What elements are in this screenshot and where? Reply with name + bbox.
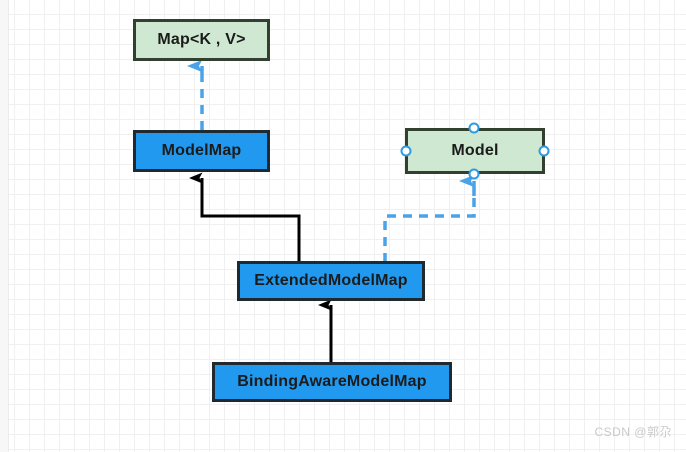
watermark: CSDN @郭尕: [594, 425, 672, 439]
node-map-label: Map<K , V>: [157, 30, 246, 48]
node-extendedmodelmap-label: ExtendedModelMap: [254, 271, 408, 289]
node-model-handle-bottom[interactable]: [468, 168, 480, 180]
node-bindingawaremodelmap[interactable]: BindingAwareModelMap: [212, 362, 452, 402]
node-modelmap-label: ModelMap: [161, 141, 242, 159]
node-extendedmodelmap[interactable]: ExtendedModelMap: [237, 261, 425, 301]
node-map[interactable]: Map<K , V>: [133, 19, 270, 61]
node-modelmap[interactable]: ModelMap: [133, 130, 270, 172]
node-model-handle-right[interactable]: [538, 145, 550, 157]
canvas-left-gutter: [0, 0, 9, 452]
node-model-label: Model: [451, 141, 499, 159]
edge-extendedmodelmap-extends-modelmap: [189, 172, 301, 262]
node-bindingawaremodelmap-label: BindingAwareModelMap: [237, 372, 427, 390]
node-model-handle-top[interactable]: [468, 122, 480, 134]
edge-extendedmodelmap-implements-model: [383, 175, 476, 262]
node-model-handle-left[interactable]: [400, 145, 412, 157]
node-model[interactable]: Model: [405, 128, 545, 174]
